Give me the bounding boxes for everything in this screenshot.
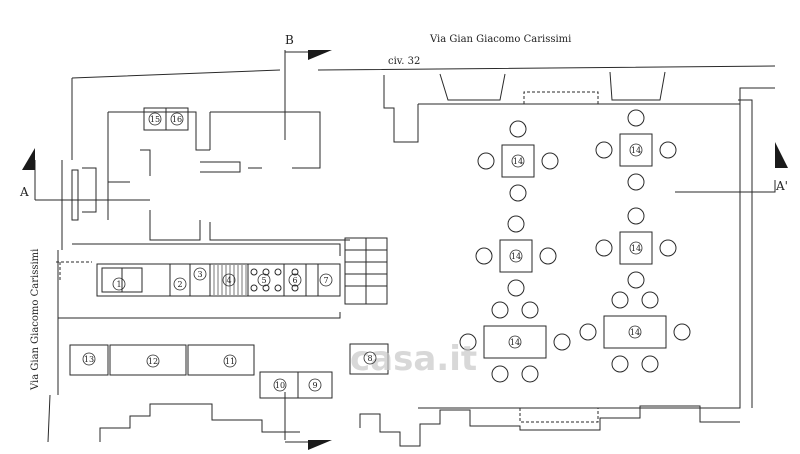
equip-2: 2 xyxy=(177,280,182,289)
table-6 xyxy=(603,315,667,349)
equip-1: 1 xyxy=(116,280,121,289)
table-4 xyxy=(619,231,653,265)
table-1 xyxy=(501,144,535,178)
wall-right-jamb xyxy=(739,87,775,104)
window-top-2 xyxy=(609,71,666,101)
arrow-section-a xyxy=(22,148,35,170)
section-label-a: A xyxy=(19,185,29,199)
table-label-1: 14 xyxy=(513,157,523,166)
pillar-top xyxy=(383,75,419,143)
unit-12 xyxy=(109,344,187,376)
stove-burners xyxy=(250,268,299,292)
table-3 xyxy=(499,239,533,273)
unit-13 xyxy=(69,344,109,376)
wall-right-side xyxy=(738,99,753,408)
chairs xyxy=(459,109,691,383)
street-left: Via Gian Giacomo Carissimi xyxy=(30,249,41,391)
unit-9 xyxy=(297,371,333,399)
table-2 xyxy=(619,133,653,167)
equip-5: 5 xyxy=(261,276,266,285)
wall-dining-outer xyxy=(418,103,741,409)
wall-bottom xyxy=(99,403,740,447)
equip-13: 13 xyxy=(84,355,94,364)
section-label-a-prime: A' xyxy=(775,179,788,193)
equip-6: 6 xyxy=(292,276,297,285)
equip-16: 16 xyxy=(172,115,182,124)
table-label-5: 14 xyxy=(510,338,520,347)
unit-11 xyxy=(187,344,255,376)
grill-hatch xyxy=(213,265,247,295)
room-back-left xyxy=(107,111,210,220)
table-5 xyxy=(483,325,547,359)
table-label-3: 14 xyxy=(511,252,521,261)
room-partitions xyxy=(149,210,350,241)
equip-11: 11 xyxy=(225,357,235,366)
equip-15: 15 xyxy=(150,115,160,124)
room-back-middle xyxy=(200,111,321,173)
section-line-a xyxy=(35,180,776,201)
wall-left xyxy=(47,78,73,443)
stair-treads xyxy=(345,238,387,304)
equip-12: 12 xyxy=(148,357,158,366)
door-dashed-top xyxy=(523,91,599,104)
table-label-6: 14 xyxy=(630,328,640,337)
label-circles xyxy=(82,112,643,392)
left-entrance xyxy=(71,167,97,221)
kitchen-counter-wall xyxy=(57,243,341,319)
table-label-4: 14 xyxy=(631,244,641,253)
street-top: Via Gian Giacomo Carissimi xyxy=(429,34,571,45)
grill-unit xyxy=(209,263,249,297)
unit-16 xyxy=(165,107,189,131)
kitchen-counter xyxy=(96,263,341,297)
arrow-section-b-top xyxy=(308,50,332,60)
equip-4: 4 xyxy=(226,276,231,285)
arrow-section-a-prime xyxy=(775,142,788,168)
left-door-dashed xyxy=(56,261,92,282)
wall-top xyxy=(71,65,776,79)
equip-8: 8 xyxy=(367,354,372,363)
equipment-labels: 1 2 3 4 5 6 7 8 9 10 11 12 13 15 16 xyxy=(84,115,373,390)
door-dashed-bottom xyxy=(519,408,599,423)
equip-7: 7 xyxy=(323,276,328,285)
table-labels: 14 14 14 14 14 14 xyxy=(510,146,641,347)
equip-9: 9 xyxy=(312,381,317,390)
window-top-1 xyxy=(439,73,506,101)
civic-number: civ. 32 xyxy=(388,56,420,67)
equip-3: 3 xyxy=(197,270,202,279)
arrow-section-b-bottom xyxy=(308,440,332,450)
unit-8 xyxy=(349,343,389,375)
equip-10: 10 xyxy=(275,381,285,390)
section-label-b: B xyxy=(285,33,294,47)
table-label-2: 14 xyxy=(631,146,641,155)
watermark: casa.it xyxy=(350,339,477,379)
